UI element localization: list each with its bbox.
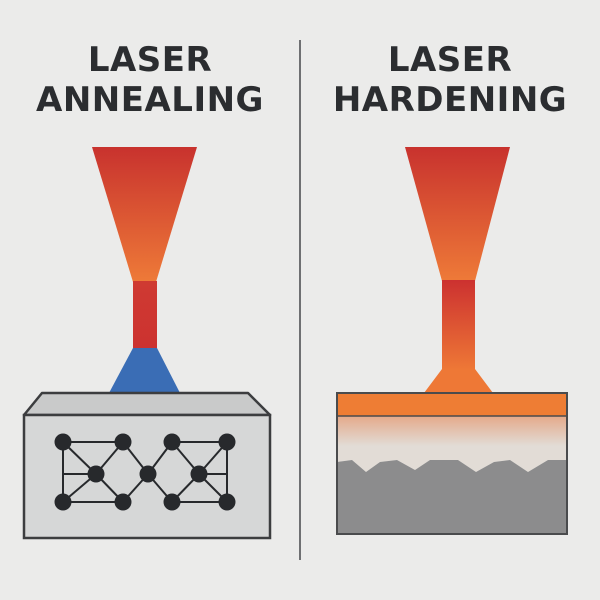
block-top-face [22, 391, 272, 417]
hardening-title-line1: LASER [387, 40, 513, 80]
annealing-block [22, 391, 272, 540]
transition-zone [337, 446, 567, 472]
annealing-title-line1: LASER [87, 40, 213, 80]
annealing-title: LASER ANNEALING [0, 40, 300, 120]
laser-beam-icon [92, 147, 197, 393]
beam-neck [442, 280, 475, 370]
block-outline [336, 392, 568, 535]
beam-cone [405, 147, 510, 281]
lattice-atoms [54, 433, 236, 511]
heat-affected-zone [337, 416, 567, 446]
laser-beam-icon [405, 147, 510, 393]
hardening-block [336, 392, 568, 535]
beam-flare [424, 369, 493, 393]
beam-neck [133, 281, 157, 349]
annealing-spot [109, 348, 180, 393]
core-material [337, 460, 567, 534]
annealing-title-line2: ANNEALING [36, 80, 264, 120]
hardened-layer [337, 393, 567, 416]
hardening-title-line2: HARDENING [332, 80, 568, 120]
hardening-title: LASER HARDENING [300, 40, 600, 120]
beam-cone [92, 147, 197, 282]
